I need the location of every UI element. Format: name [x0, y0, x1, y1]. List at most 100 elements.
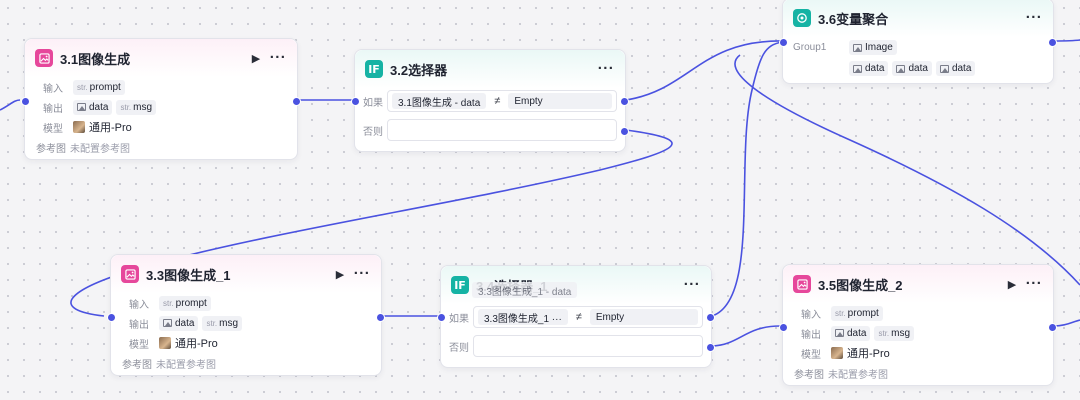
input-port[interactable]: [351, 97, 360, 106]
output-label: 输出: [129, 319, 149, 331]
group-label: Group1: [793, 42, 827, 53]
output-row: 输出 data str.msg: [783, 323, 1053, 343]
condition-operator[interactable]: ≠: [575, 311, 582, 323]
model-avatar: [159, 337, 171, 349]
else-box[interactable]: [473, 335, 703, 357]
node-3-6-variable-aggregate[interactable]: 3.6变量聚合 ··· Group1 Image data data data: [779, 0, 1057, 84]
output-port[interactable]: [292, 97, 301, 106]
output-tag-msg[interactable]: str.msg: [874, 325, 915, 341]
node-3-5-image-gen[interactable]: 3.5图像生成_2 ▶ ··· 输入 str.prompt 输出 data st…: [779, 264, 1057, 386]
condition-field[interactable]: 3.3图像生成_1 ···: [478, 309, 568, 325]
play-icon[interactable]: ▶: [335, 268, 345, 281]
ref-label: 参考图: [36, 143, 66, 155]
aggregate-node-icon: [793, 9, 811, 27]
model-value[interactable]: 通用-Pro: [89, 122, 132, 134]
if-output-port[interactable]: [706, 313, 715, 322]
output-tag-data[interactable]: data: [831, 325, 871, 341]
edge-3-4-else-to-3-5: [711, 325, 781, 347]
input-port[interactable]: [437, 313, 446, 322]
node-3-1-image-gen[interactable]: 3.1图像生成 ▶ ··· 输入 str.prompt 输出 data str.…: [21, 38, 301, 160]
model-row: 模型 通用-Pro: [783, 343, 1053, 363]
node-3-2-selector[interactable]: IF 3.2选择器 ··· 如果 3.1图像生成 - data ≠ Empty …: [351, 49, 629, 152]
play-icon[interactable]: ▶: [1007, 278, 1017, 291]
input-tag[interactable]: str.prompt: [159, 295, 211, 311]
ref-row: 参考图 未配置参考图: [25, 137, 297, 157]
condition-operator[interactable]: ≠: [494, 95, 501, 107]
output-port[interactable]: [1048, 38, 1057, 47]
output-label: 输出: [801, 329, 821, 341]
output-port[interactable]: [376, 313, 385, 322]
node-3-3-image-gen[interactable]: 3.3图像生成_1 ▶ ··· 输入 str.prompt 输出 data st…: [107, 254, 385, 376]
node-title: 3.1图像生成: [60, 51, 131, 67]
ref-value[interactable]: 未配置参考图: [70, 143, 130, 155]
else-row: 否则: [355, 117, 625, 143]
image-type-icon: [853, 43, 862, 52]
node-header[interactable]: 3.1图像生成 ▶ ···: [25, 39, 297, 77]
input-port[interactable]: [107, 313, 116, 322]
input-tag[interactable]: str.prompt: [831, 305, 883, 321]
else-box[interactable]: [387, 119, 617, 141]
model-value[interactable]: 通用-Pro: [847, 348, 890, 360]
image-type-icon: [77, 103, 86, 111]
ref-value[interactable]: 未配置参考图: [156, 359, 216, 371]
model-avatar: [831, 347, 843, 359]
node-header[interactable]: 3.5图像生成_2 ▶ ···: [783, 265, 1053, 303]
node-title: 3.3图像生成_1: [146, 267, 231, 283]
image-node-icon: [35, 49, 53, 67]
node-title: 3.6变量聚合: [818, 11, 889, 27]
else-output-port[interactable]: [706, 343, 715, 352]
group-row: Group1 Image: [783, 37, 1053, 58]
else-output-port[interactable]: [620, 127, 629, 136]
group-tag-data-1[interactable]: data: [849, 61, 889, 76]
model-row: 模型 通用-Pro: [25, 117, 297, 137]
output-tag-data[interactable]: data: [73, 99, 113, 115]
input-port[interactable]: [779, 323, 788, 332]
more-icon[interactable]: ···: [1025, 275, 1043, 292]
node-3-4-selector[interactable]: IF 3.4选择器_1 ··· 如果 3.3图像生成_1 ··· ≠ Empty…: [437, 265, 715, 368]
more-icon[interactable]: ···: [597, 60, 615, 77]
group-tag-image[interactable]: Image: [849, 40, 897, 55]
edge-3-4-if-to-3-6: [711, 41, 783, 317]
input-port[interactable]: [779, 38, 788, 47]
input-label: 输入: [43, 83, 63, 95]
condition-field[interactable]: 3.1图像生成 - data: [392, 93, 487, 109]
model-value[interactable]: 通用-Pro: [175, 338, 218, 350]
image-type-icon: [896, 64, 906, 73]
else-label: 否则: [449, 342, 469, 354]
more-icon[interactable]: ···: [353, 265, 371, 282]
ref-label: 参考图: [794, 369, 824, 381]
output-tag-msg[interactable]: str.msg: [116, 99, 157, 115]
group-tag-data-2[interactable]: data: [892, 61, 932, 76]
more-icon[interactable]: ···: [683, 276, 701, 293]
image-node-icon: [121, 265, 139, 283]
node-header[interactable]: IF 3.2选择器 ···: [355, 50, 625, 88]
condition-value[interactable]: Empty: [508, 93, 612, 109]
input-tag[interactable]: str.prompt: [73, 79, 125, 95]
node-header[interactable]: 3.6变量聚合 ···: [783, 0, 1053, 37]
group-tag-data-3[interactable]: data: [935, 61, 976, 76]
drag-ghost-chip: 3.3图像生成_1 - data: [472, 282, 578, 298]
output-port[interactable]: [1048, 323, 1057, 332]
input-port[interactable]: [21, 97, 30, 106]
input-label: 输入: [801, 309, 821, 321]
play-icon[interactable]: ▶: [251, 52, 261, 65]
node-title: 3.2选择器: [390, 62, 448, 78]
if-row: 如果 3.1图像生成 - data ≠ Empty: [355, 88, 625, 114]
output-tag-data[interactable]: data: [159, 315, 199, 331]
if-output-port[interactable]: [620, 97, 629, 106]
output-label: 输出: [43, 103, 63, 115]
if-label: 如果: [363, 97, 383, 109]
if-node-icon: IF: [365, 60, 383, 78]
model-row: 模型 通用-Pro: [111, 333, 381, 353]
condition-box[interactable]: 3.3图像生成_1 ··· ≠ Empty: [473, 306, 703, 328]
more-icon[interactable]: ···: [269, 49, 287, 66]
output-tag-msg[interactable]: str.msg: [202, 315, 243, 331]
more-icon[interactable]: ···: [1025, 9, 1043, 26]
input-label: 输入: [129, 299, 149, 311]
edge-3-6-cross: [734, 54, 1080, 286]
group-row-2: data data data: [783, 58, 1053, 79]
node-header[interactable]: 3.3图像生成_1 ▶ ···: [111, 255, 381, 293]
ref-value[interactable]: 未配置参考图: [828, 369, 888, 381]
condition-box[interactable]: 3.1图像生成 - data ≠ Empty: [387, 90, 617, 112]
condition-value[interactable]: Empty: [589, 309, 698, 325]
